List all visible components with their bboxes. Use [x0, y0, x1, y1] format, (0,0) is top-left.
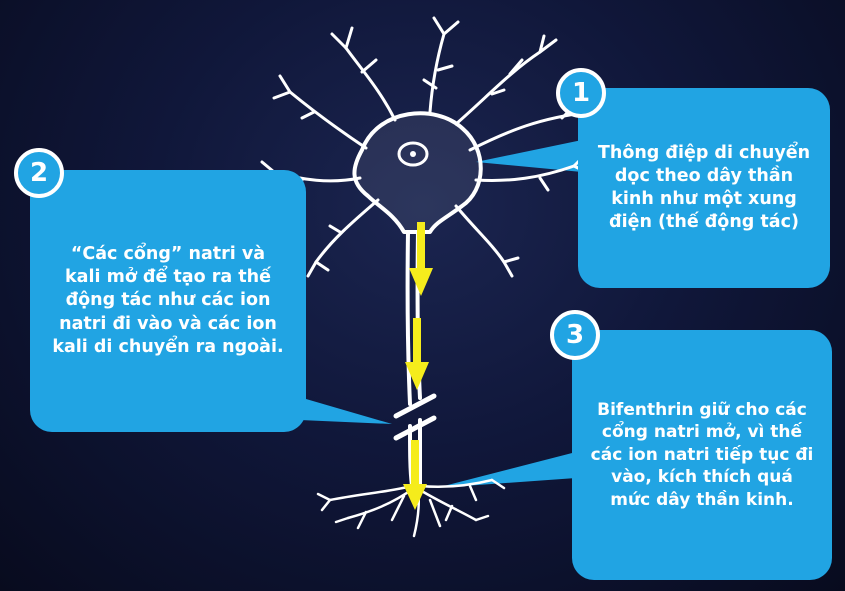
arrow-shaft [411, 440, 419, 486]
callout-2-number: 2 [30, 158, 48, 188]
arrow-shaft [417, 222, 425, 270]
callout-3-number-badge: 3 [550, 310, 600, 360]
callout-3-pointer [436, 452, 576, 488]
arrow-shaft [413, 318, 421, 364]
arrow-head [409, 268, 433, 296]
callout-1-number-badge: 1 [556, 68, 606, 118]
nucleolus [410, 151, 416, 157]
arrow-head [403, 484, 427, 510]
callout-2-text: “Các cổng” natri và kali mở để tạo ra th… [52, 243, 284, 358]
callout-1: Thông điệp di chuyển dọc theo dây thần k… [578, 88, 830, 288]
callout-1-number: 1 [572, 78, 590, 108]
callout-1-text: Thông điệp di chuyển dọc theo dây thần k… [596, 142, 812, 234]
callout-3: Bifenthrin giữ cho các cổng natri mở, vì… [572, 330, 832, 580]
break-mark [396, 396, 434, 416]
callout-2: “Các cổng” natri và kali mở để tạo ra th… [30, 170, 306, 432]
break-mark [396, 418, 434, 438]
callout-3-number: 3 [566, 320, 584, 350]
callout-2-number-badge: 2 [14, 148, 64, 198]
callout-3-text: Bifenthrin giữ cho các cổng natri mở, vì… [590, 399, 814, 511]
